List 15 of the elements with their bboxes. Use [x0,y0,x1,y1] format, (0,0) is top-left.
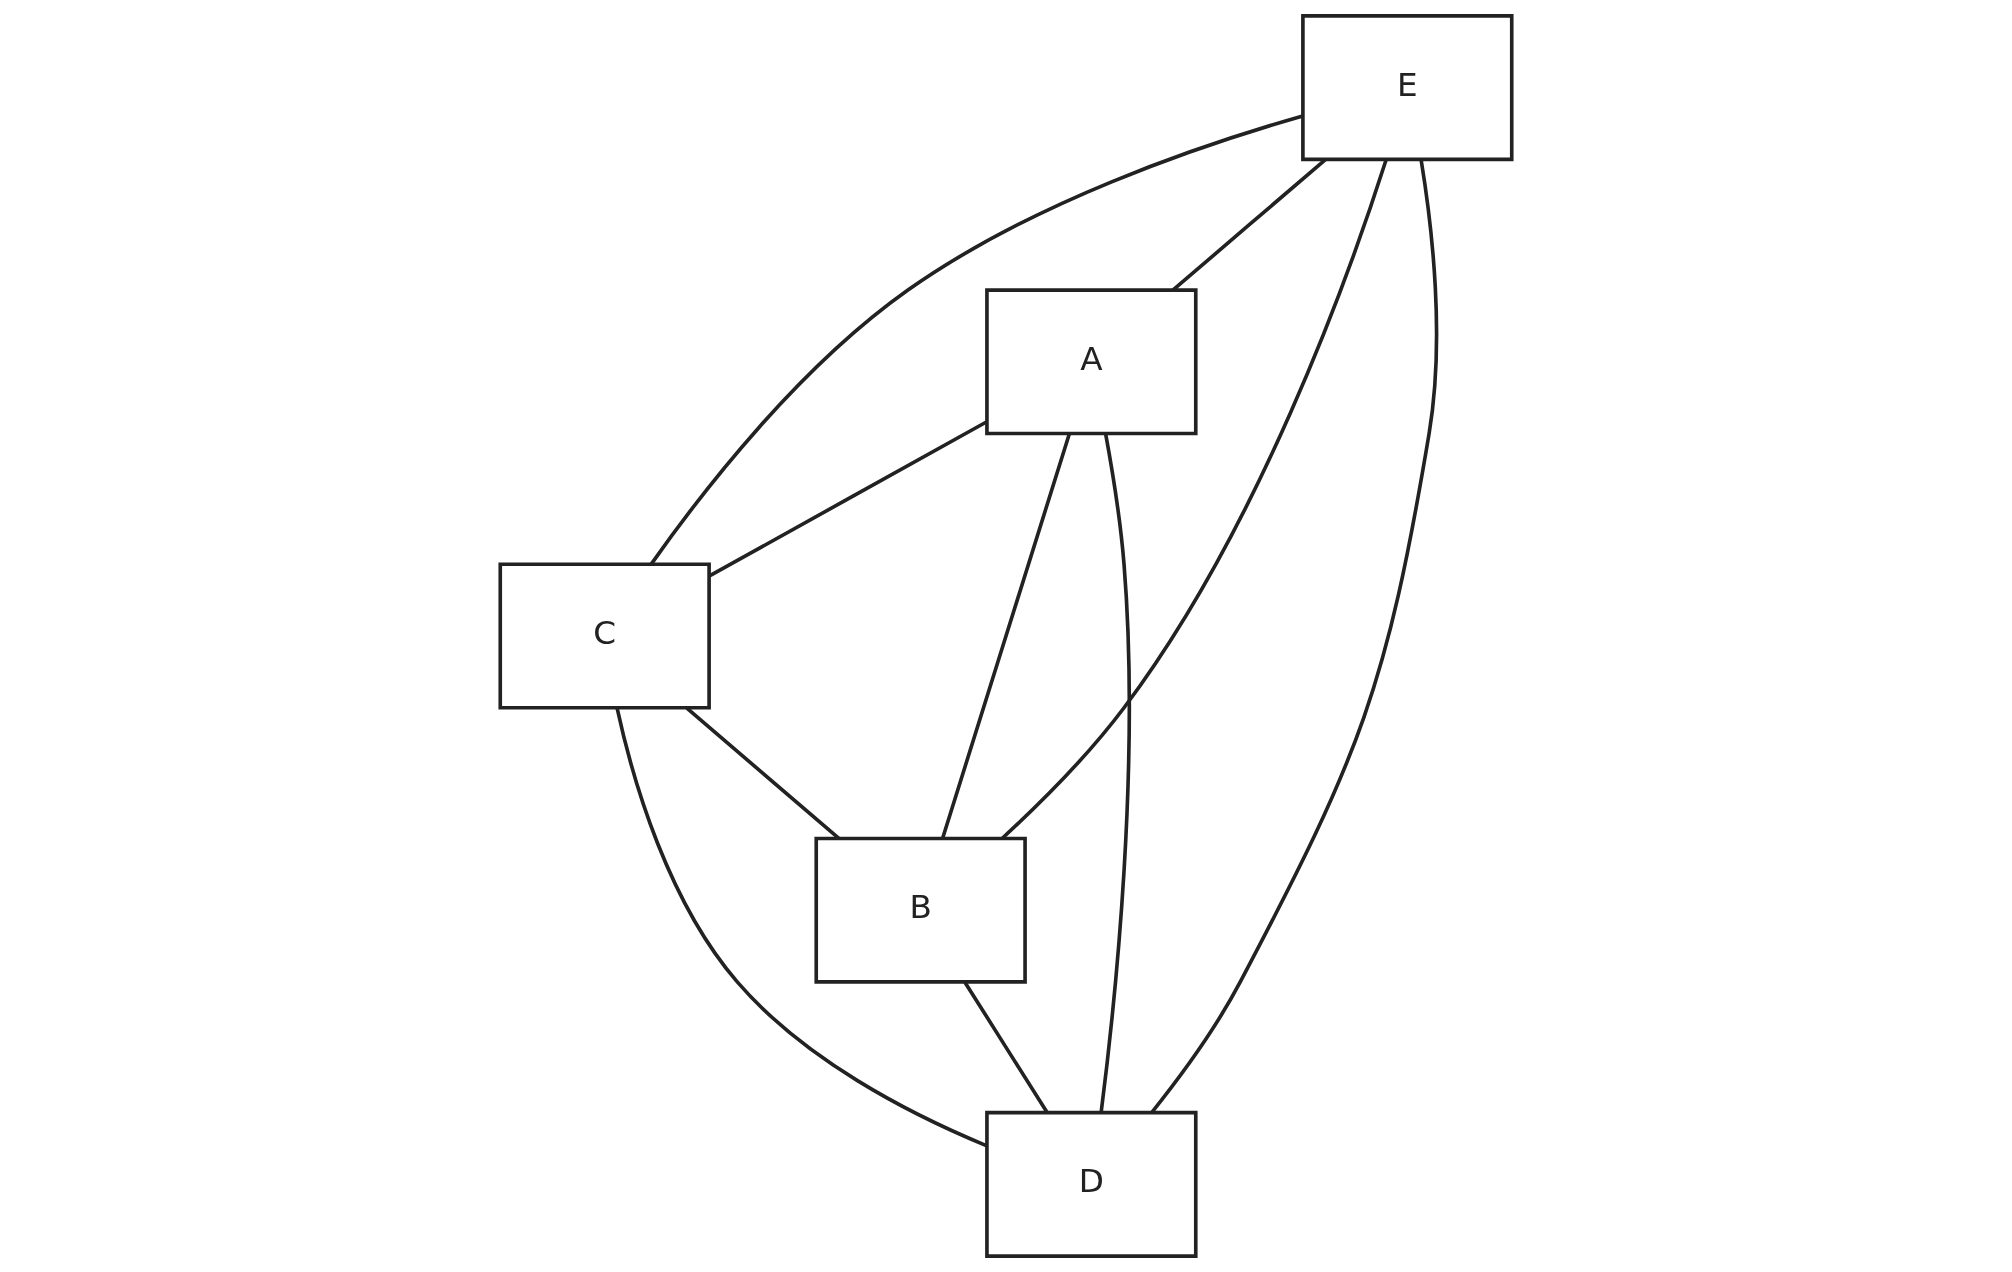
connector [941,433,1072,839]
connector [649,114,1304,566]
connector [1001,159,1388,840]
connector [708,420,988,578]
connector [615,707,987,1148]
connector [1171,158,1327,292]
node-box: C [498,562,711,710]
node-box: E [1301,14,1514,162]
connector [963,981,1049,1114]
node-box: D [985,1110,1198,1258]
connector [1150,159,1439,1114]
connector [1099,433,1132,1113]
node-box: A [985,288,1198,436]
node-box: B [814,836,1027,984]
connector [685,706,841,840]
